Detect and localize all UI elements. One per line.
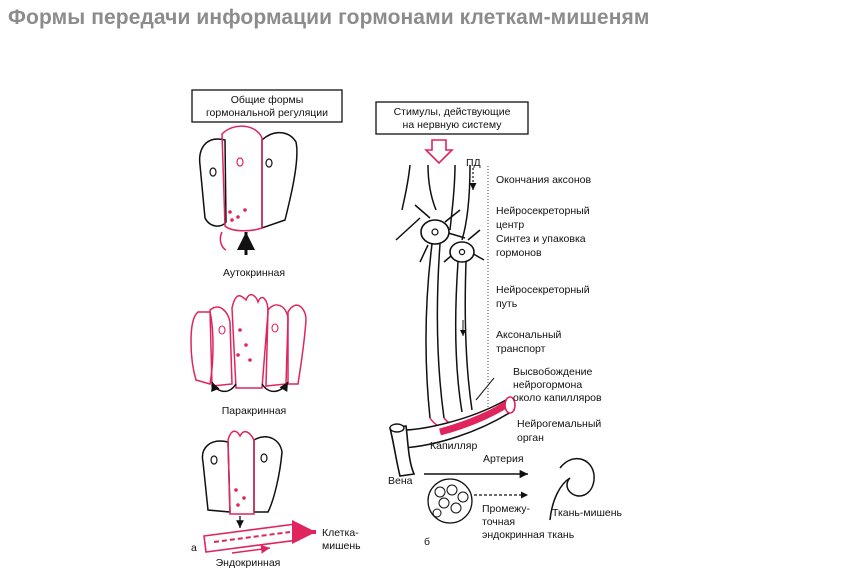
- neurohemal-line-2: орган: [517, 432, 544, 444]
- neurosecretory-center-line-3: Синтез и упаковка: [496, 233, 586, 245]
- general-forms-box: [191, 89, 343, 123]
- vein-label: Вена: [388, 475, 413, 487]
- axonal-transport-line-1: Аксональный: [496, 329, 562, 341]
- release-line-3: около капилляров: [513, 392, 602, 404]
- panel-a: Общие формы гормональной регуляции Ауток…: [190, 89, 361, 569]
- panel-b-letter: б: [424, 536, 430, 548]
- neurohemal-line-1: Нейрогемальный: [517, 418, 601, 430]
- intermediate-line-2: точная: [482, 516, 515, 528]
- axon-endings-label: Окончания аксонов: [496, 174, 591, 186]
- neurosecretory-path-line-2: путь: [496, 298, 518, 310]
- stimuli-line-2: на нервную систему: [403, 119, 503, 131]
- release-line-1: Высвобождение: [513, 366, 592, 378]
- artery-label: Артерия: [483, 453, 524, 465]
- target-tissue-label: Ткань-мишень: [552, 507, 623, 519]
- general-forms-line-2: гормональной регуляции: [206, 107, 328, 119]
- paracrine-label: Паракринная: [222, 405, 287, 417]
- autocrine-illustration: [198, 125, 298, 255]
- capillary-label: Капилляр: [430, 440, 477, 452]
- release-line-2: нейрогормона: [513, 379, 582, 391]
- endocrine-illustration: [201, 430, 316, 554]
- paracrine-illustration: [190, 293, 307, 393]
- target-cell-line-2: мишень: [322, 540, 361, 552]
- neurosecretory-center-line-4: гормонов: [496, 247, 542, 259]
- neurosecretory-center-line-2: центр: [496, 219, 524, 231]
- neurosecretory-path-line-1: Нейросекреторный: [496, 284, 590, 296]
- slide-title: Формы передачи информации гормонами клет…: [8, 6, 650, 29]
- intermediate-line-1: Промежу-: [482, 503, 531, 515]
- panel-b: Стимулы, действующие на нервную систему: [375, 101, 623, 548]
- stimuli-line-1: Стимулы, действующие: [394, 106, 511, 118]
- endocrine-label: Эндокринная: [216, 557, 281, 569]
- pd-label: ПД: [466, 157, 481, 169]
- neurosecretory-center-line-1: Нейросекреторный: [496, 205, 590, 217]
- target-cell-line-1: Клетка-: [322, 527, 359, 539]
- intermediate-line-3: эндокринная ткань: [482, 529, 575, 541]
- axonal-transport-line-2: транспорт: [496, 343, 546, 355]
- autocrine-label: Аутокринная: [223, 267, 285, 279]
- panel-a-letter: а: [191, 542, 197, 554]
- neuron-illustration: [389, 139, 595, 524]
- stimuli-box: [375, 101, 529, 135]
- general-forms-line-1: Общие формы: [231, 94, 304, 106]
